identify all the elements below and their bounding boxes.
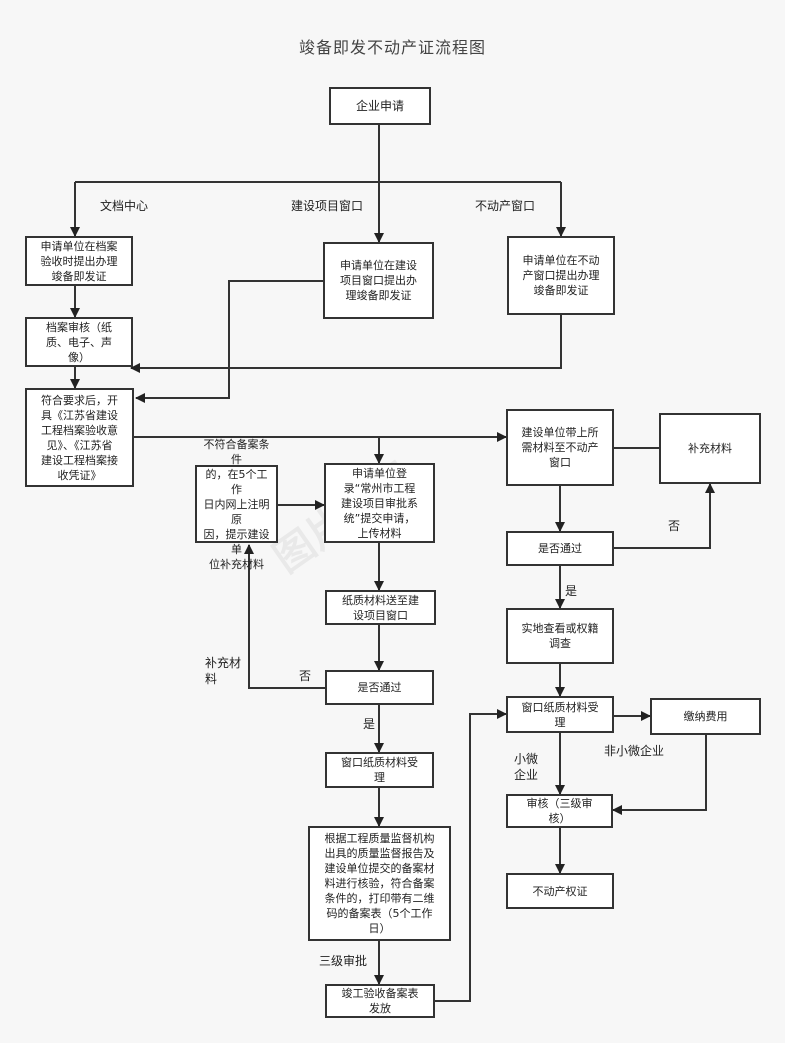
label-archive-center: 文档中心	[100, 199, 149, 213]
node-site-check: 实地查看或权籍 调查	[506, 608, 614, 664]
diagram-title: 竣备即发不动产证流程图	[298, 38, 486, 57]
node-window-accept-left: 窗口纸质材料受 理	[325, 752, 434, 788]
arrow	[612, 735, 707, 815]
node-archive-review: 档案审核（纸 质、电子、声 像）	[25, 317, 133, 367]
arrow	[130, 315, 562, 373]
arrow	[135, 280, 323, 403]
node-pass-right: 是否通过	[506, 531, 614, 566]
node-verify: 根据工程质量监督机构 出具的质量监督报告及 建设单位提交的备案材 料进行核验，符…	[308, 826, 451, 941]
label-small-micro: 小微 企业	[514, 752, 539, 782]
arrow	[614, 483, 715, 549]
node-noncompliant: 不符合备案条件 的，在5个工作 日内网上注明原 因，提示建设单 位补充材料	[195, 438, 278, 571]
node-window-accept-right: 窗口纸质材料受 理	[506, 696, 614, 733]
node-supplement-right: 补充材料	[659, 413, 761, 484]
node-issue-record: 竣工验收备案表 发放	[325, 984, 435, 1018]
label-non-small-micro: 非小微企业	[604, 744, 665, 758]
label-yes-left: 是	[363, 717, 376, 731]
node-archive-apply: 申请单位在档案 验收时提出办理 竣备即发证	[25, 236, 133, 286]
label-no-right: 否	[668, 519, 681, 533]
node-issue-doc: 符合要求后，开 具《江苏省建设 工程档案验收意 见》、《江苏省 建设工程档案接 …	[25, 388, 134, 487]
node-login-system: 申请单位登 录“常州市工程 建设项目审批系 统”提交申请， 上传材料	[324, 463, 435, 543]
node-approve: 审核（三级审 核）	[506, 794, 613, 828]
node-bring-materials: 建设单位带上所 需材料至不动产 窗口	[506, 409, 614, 486]
node-pass-left: 是否通过	[325, 670, 434, 705]
label-estate-window: 不动产窗口	[475, 199, 536, 213]
arrow	[435, 709, 507, 1002]
node-pay-fee: 缴纳费用	[650, 698, 761, 735]
label-three-level: 三级审批	[319, 954, 368, 968]
label-yes-right: 是	[565, 584, 578, 598]
label-supplement-left: 补充材 料	[205, 656, 242, 686]
node-estate-cert: 不动产权证	[506, 873, 614, 909]
node-estate-apply: 申请单位在不动 产窗口提出办理 竣备即发证	[507, 236, 615, 315]
node-start: 企业申请	[329, 87, 431, 125]
arrow	[244, 544, 325, 689]
label-no-left: 否	[299, 669, 312, 683]
label-project-window: 建设项目窗口	[291, 199, 364, 213]
node-project-apply: 申请单位在建设 项目窗口提出办 理竣备即发证	[323, 242, 434, 319]
node-paper-to-project: 纸质材料送至建 设项目窗口	[325, 590, 436, 625]
